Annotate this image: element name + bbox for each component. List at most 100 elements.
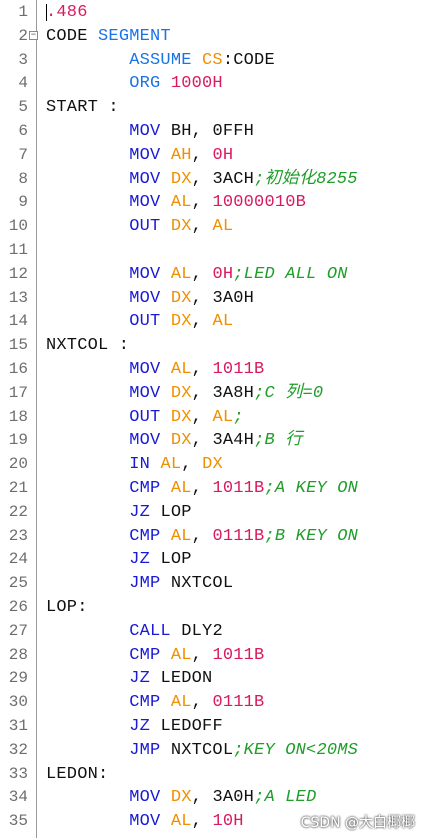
watermark: CSDN @大白椰椰 — [300, 815, 415, 831]
plain-token — [46, 527, 129, 546]
code-text[interactable]: MOV DX, 3A0H — [46, 287, 254, 311]
line-number: 26 — [8, 598, 28, 616]
code-line[interactable]: 5 START : — [0, 96, 429, 120]
code-line[interactable]: 14 OUT DX, AL — [0, 310, 429, 334]
code-text[interactable]: OUT DX, AL; — [46, 406, 244, 430]
code-line[interactable]: 13 MOV DX, 3A0H — [0, 287, 429, 311]
line-number: 20 — [8, 455, 28, 474]
code-text[interactable]: MOV DX, 3A8H;C 列=0 — [46, 382, 323, 406]
instruction-token: MOV — [129, 431, 171, 451]
plain-token — [46, 289, 129, 308]
code-line[interactable]: 7 MOV AH, 0H — [0, 144, 429, 168]
code-text[interactable]: LOP: — [46, 596, 88, 620]
code-line[interactable]: 35 MOV AL, 10H — [0, 810, 429, 834]
plain-token: START : — [46, 98, 119, 118]
code-line[interactable]: 4 ORG 1000H — [0, 72, 429, 96]
code-text[interactable]: JZ LEDOFF — [46, 715, 223, 739]
plain-token — [46, 265, 129, 284]
register-token: AL — [170, 360, 192, 379]
code-line[interactable]: 16 MOV AL, 1011B — [0, 358, 429, 382]
code-text[interactable]: MOV AL, 10000010B — [46, 191, 306, 215]
code-line[interactable]: 25 JMP NXTCOL — [0, 572, 429, 596]
code-line[interactable]: 2−CODE SEGMENT — [0, 25, 429, 49]
code-text[interactable]: .486 — [46, 1, 88, 25]
code-text[interactable]: ASSUME CS:CODE — [46, 49, 275, 73]
code-text[interactable]: OUT DX, AL — [46, 310, 233, 334]
code-text[interactable]: IN AL, DX — [46, 453, 223, 477]
number-token: 1011B — [212, 360, 265, 379]
plain-token: NXTCOL — [170, 740, 234, 760]
code-line[interactable]: 29 JZ LEDON — [0, 667, 429, 691]
code-text[interactable]: MOV BH, 0FFH — [46, 120, 254, 144]
code-text[interactable]: MOV AL, 1011B — [46, 358, 264, 382]
code-text[interactable]: JZ LOP — [46, 501, 192, 525]
code-line[interactable]: 12 MOV AL, 0H;LED ALL ON — [0, 263, 429, 287]
plain-token: LOP — [160, 502, 192, 522]
register-token: AL — [212, 217, 234, 237]
code-line[interactable]: 21 CMP AL, 1011B;A KEY ON — [0, 477, 429, 501]
code-text[interactable]: CMP AL, 0111B;B KEY ON — [46, 525, 358, 549]
code-text[interactable]: CMP AL, 1011B — [46, 644, 264, 668]
code-line[interactable]: 10 OUT DX, AL — [0, 215, 429, 239]
code-line[interactable]: 31 JZ LEDOFF — [0, 715, 429, 739]
code-line[interactable]: 18 OUT DX, AL; — [0, 406, 429, 430]
code-line[interactable]: 9 MOV AL, 10000010B — [0, 191, 429, 215]
plain-token: , — [191, 312, 213, 332]
line-number: 35 — [8, 812, 28, 831]
code-line[interactable]: 8 MOV DX, 3ACH;初始化8255 — [0, 168, 429, 192]
code-text[interactable]: LEDON: — [46, 763, 108, 787]
plain-token — [46, 741, 129, 760]
code-line[interactable]: 30 CMP AL, 0111B — [0, 691, 429, 715]
code-line[interactable]: 23 CMP AL, 0111B;B KEY ON — [0, 525, 429, 549]
code-text[interactable]: CODE SEGMENT — [46, 25, 171, 49]
code-text[interactable]: CMP AL, 0111B — [46, 691, 264, 715]
code-text[interactable]: MOV DX, 3A0H;A LED — [46, 786, 316, 810]
code-text[interactable]: OUT DX, AL — [46, 215, 233, 239]
register-token: DX — [170, 383, 192, 403]
instruction-token: MOV — [129, 122, 171, 141]
code-line[interactable]: 20 IN AL, DX — [0, 453, 429, 477]
code-text[interactable]: MOV AH, 0H — [46, 144, 233, 168]
code-line[interactable]: 28 CMP AL, 1011B — [0, 644, 429, 668]
code-text[interactable]: JZ LEDON — [46, 667, 212, 691]
code-text[interactable]: NXTCOL : — [46, 334, 129, 358]
code-text[interactable]: ORG 1000H — [46, 72, 223, 96]
code-line[interactable]: 34 MOV DX, 3A0H;A LED — [0, 786, 429, 810]
instruction-token: CMP — [129, 645, 171, 665]
code-text[interactable]: MOV DX, 3ACH;初始化8255 — [46, 168, 358, 192]
code-line[interactable]: 11 — [0, 239, 429, 263]
line-number: 9 — [18, 193, 28, 212]
plain-token: , — [191, 693, 213, 713]
code-text[interactable]: JMP NXTCOL;KEY ON<20MS — [46, 739, 358, 763]
code-text[interactable]: MOV DX, 3A4H;B 行 — [46, 429, 302, 453]
line-number: 13 — [8, 288, 28, 307]
code-line[interactable]: 1 .486 — [0, 1, 429, 25]
code-line[interactable]: 6 MOV BH, 0FFH — [0, 120, 429, 144]
code-line[interactable]: 19 MOV DX, 3A4H;B 行 — [0, 429, 429, 453]
fold-toggle-icon[interactable]: − — [29, 29, 38, 40]
line-number: 21 — [8, 479, 28, 497]
code-line[interactable]: 3 ASSUME CS:CODE — [0, 49, 429, 73]
code-text[interactable]: MOV AL, 10H — [46, 810, 244, 834]
code-line[interactable]: 27 CALL DLY2 — [0, 620, 429, 644]
register-token: AL — [170, 526, 192, 546]
code-text[interactable]: JZ LOP — [46, 548, 192, 572]
code-text[interactable]: MOV AL, 0H;LED ALL ON — [46, 263, 348, 287]
line-number: 1 — [18, 3, 28, 21]
register-token: AL — [170, 812, 192, 832]
code-line[interactable]: 17 MOV DX, 3A8H;C 列=0 — [0, 382, 429, 406]
code-text[interactable]: CALL DLY2 — [46, 620, 223, 644]
line-number: 28 — [8, 645, 28, 664]
code-text[interactable]: JMP NXTCOL — [46, 572, 233, 596]
code-line[interactable]: 26 LOP: — [0, 596, 429, 620]
code-text[interactable]: CMP AL, 1011B;A KEY ON — [46, 477, 358, 501]
code-line[interactable]: 32 JMP NXTCOL;KEY ON<20MS — [0, 739, 429, 763]
code-text[interactable]: START : — [46, 96, 119, 120]
line-number: 30 — [8, 693, 28, 712]
code-line[interactable]: 24 JZ LOP — [0, 548, 429, 572]
line-number: 5 — [18, 98, 28, 117]
code-line[interactable]: 22 JZ LOP — [0, 501, 429, 525]
